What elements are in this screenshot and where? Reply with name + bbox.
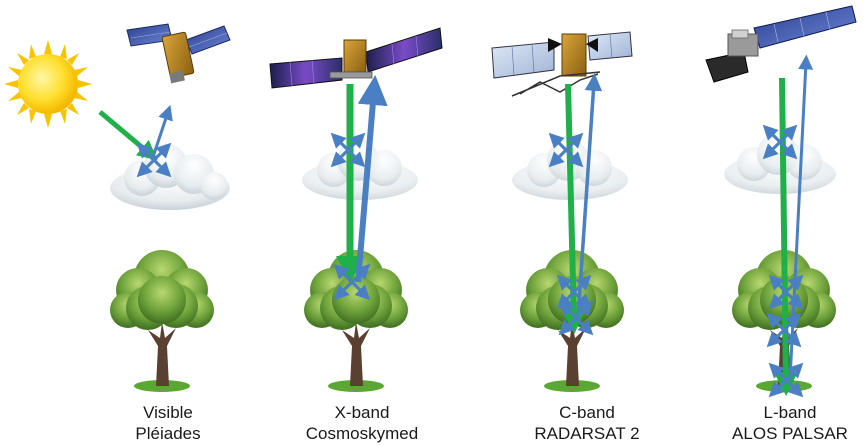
scatter-cross-icon bbox=[333, 263, 371, 301]
caption-c-band: C-band RADARSAT 2 bbox=[487, 402, 687, 444]
scatter-cross-icon bbox=[762, 124, 798, 160]
cloud-icon bbox=[110, 144, 230, 210]
caption-x-band: X-band Cosmoskymed bbox=[262, 402, 462, 444]
pleiades-satellite-icon bbox=[126, 23, 231, 84]
backscatter-radar-arrow bbox=[788, 54, 814, 381]
scatter-cross-icon bbox=[136, 142, 172, 178]
band-label: Visible bbox=[143, 403, 193, 422]
sensor-label: Cosmoskymed bbox=[305, 424, 419, 443]
sensor-label: ALOS PALSAR bbox=[732, 424, 848, 443]
band-label: L-band bbox=[763, 403, 817, 422]
scatter-cross-icon bbox=[768, 274, 804, 310]
radarsat2-satellite-icon bbox=[491, 31, 633, 97]
cosmoskymed-satellite-icon bbox=[269, 27, 443, 89]
sensor-label: Pléiades bbox=[135, 424, 201, 443]
backscatter-radar-arrow bbox=[355, 75, 388, 283]
band-label: X-band bbox=[334, 403, 390, 422]
reflected-light-arrow bbox=[150, 104, 173, 161]
scatter-cross-icon bbox=[768, 362, 804, 398]
scatter-cross-icon bbox=[556, 274, 592, 310]
caption-visible: Visible Pléiades bbox=[68, 402, 268, 444]
sensor-label: RADARSAT 2 bbox=[534, 424, 640, 443]
scatter-cross-icon bbox=[330, 132, 366, 168]
incident-radar-arrow bbox=[773, 77, 798, 396]
scatter-cross-icon bbox=[558, 300, 594, 336]
scatter-cross-icon bbox=[548, 132, 584, 168]
tree-icon bbox=[110, 250, 214, 392]
alos-palsar-satellite-icon bbox=[705, 5, 857, 83]
sun-icon bbox=[4, 40, 92, 128]
incident-radar-arrow bbox=[561, 83, 586, 334]
cloud-icon bbox=[302, 139, 418, 200]
scatter-cross-icon bbox=[766, 312, 802, 348]
band-label: C-band bbox=[559, 403, 615, 422]
caption-l-band: L-band ALOS PALSAR bbox=[690, 402, 864, 444]
